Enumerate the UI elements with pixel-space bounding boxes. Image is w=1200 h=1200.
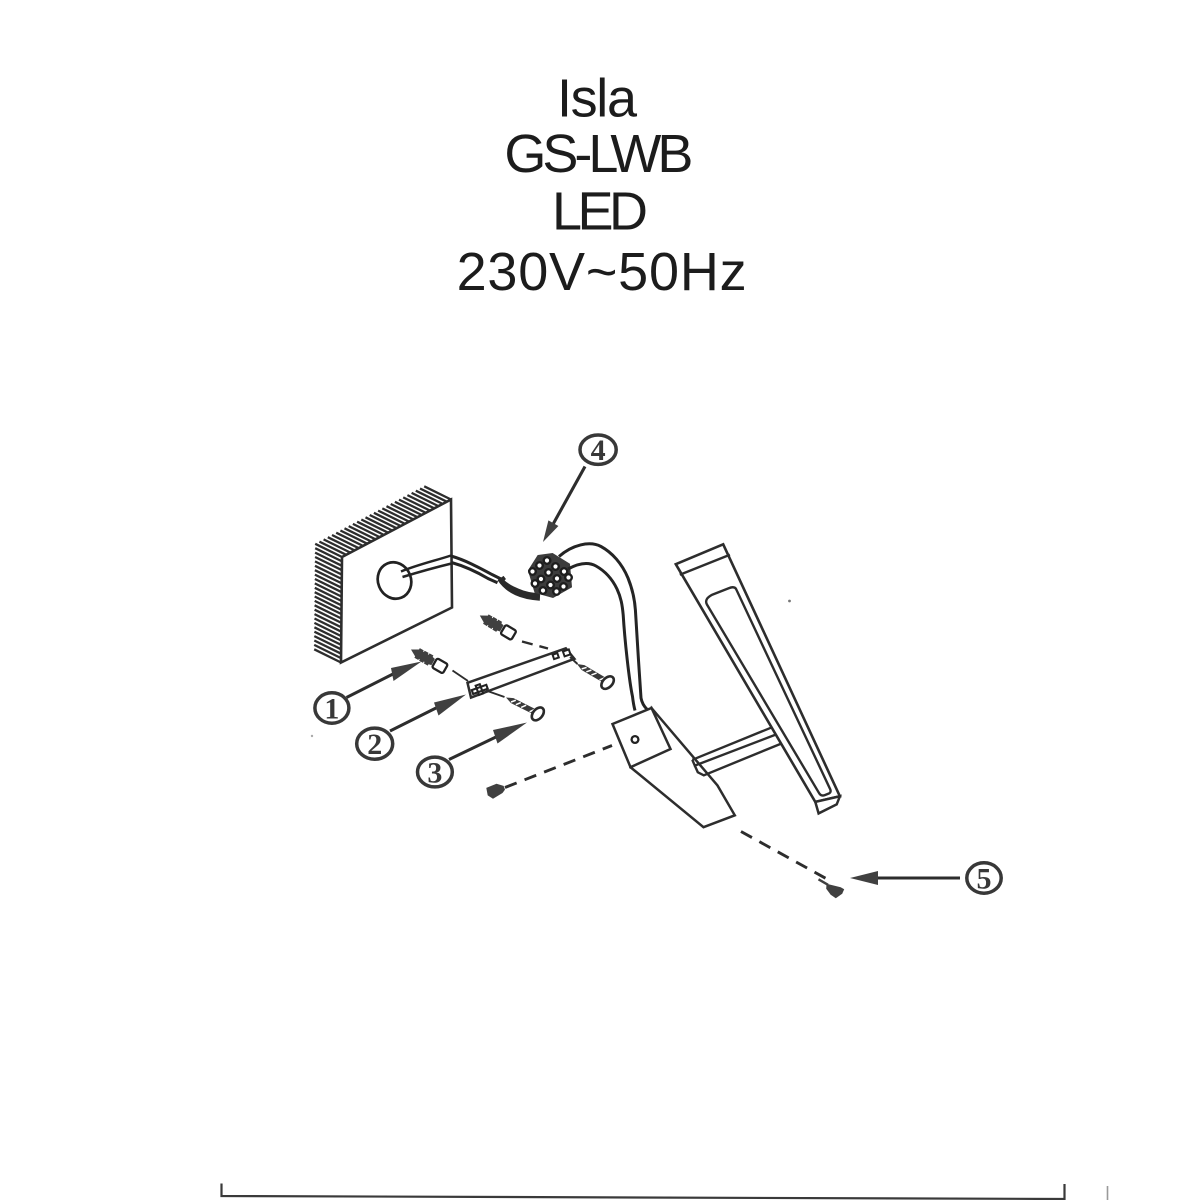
svg-text:5: 5 bbox=[977, 863, 992, 896]
svg-text:2: 2 bbox=[367, 728, 382, 761]
svg-text:GS-LWB: GS-LWB bbox=[504, 124, 693, 184]
svg-text:4: 4 bbox=[591, 434, 606, 467]
svg-text:Isla: Isla bbox=[557, 68, 638, 128]
svg-text:3: 3 bbox=[427, 757, 442, 790]
svg-text:1: 1 bbox=[324, 693, 339, 726]
svg-text:230V~50Hz: 230V~50Hz bbox=[457, 242, 747, 302]
svg-text:LED: LED bbox=[552, 182, 648, 242]
